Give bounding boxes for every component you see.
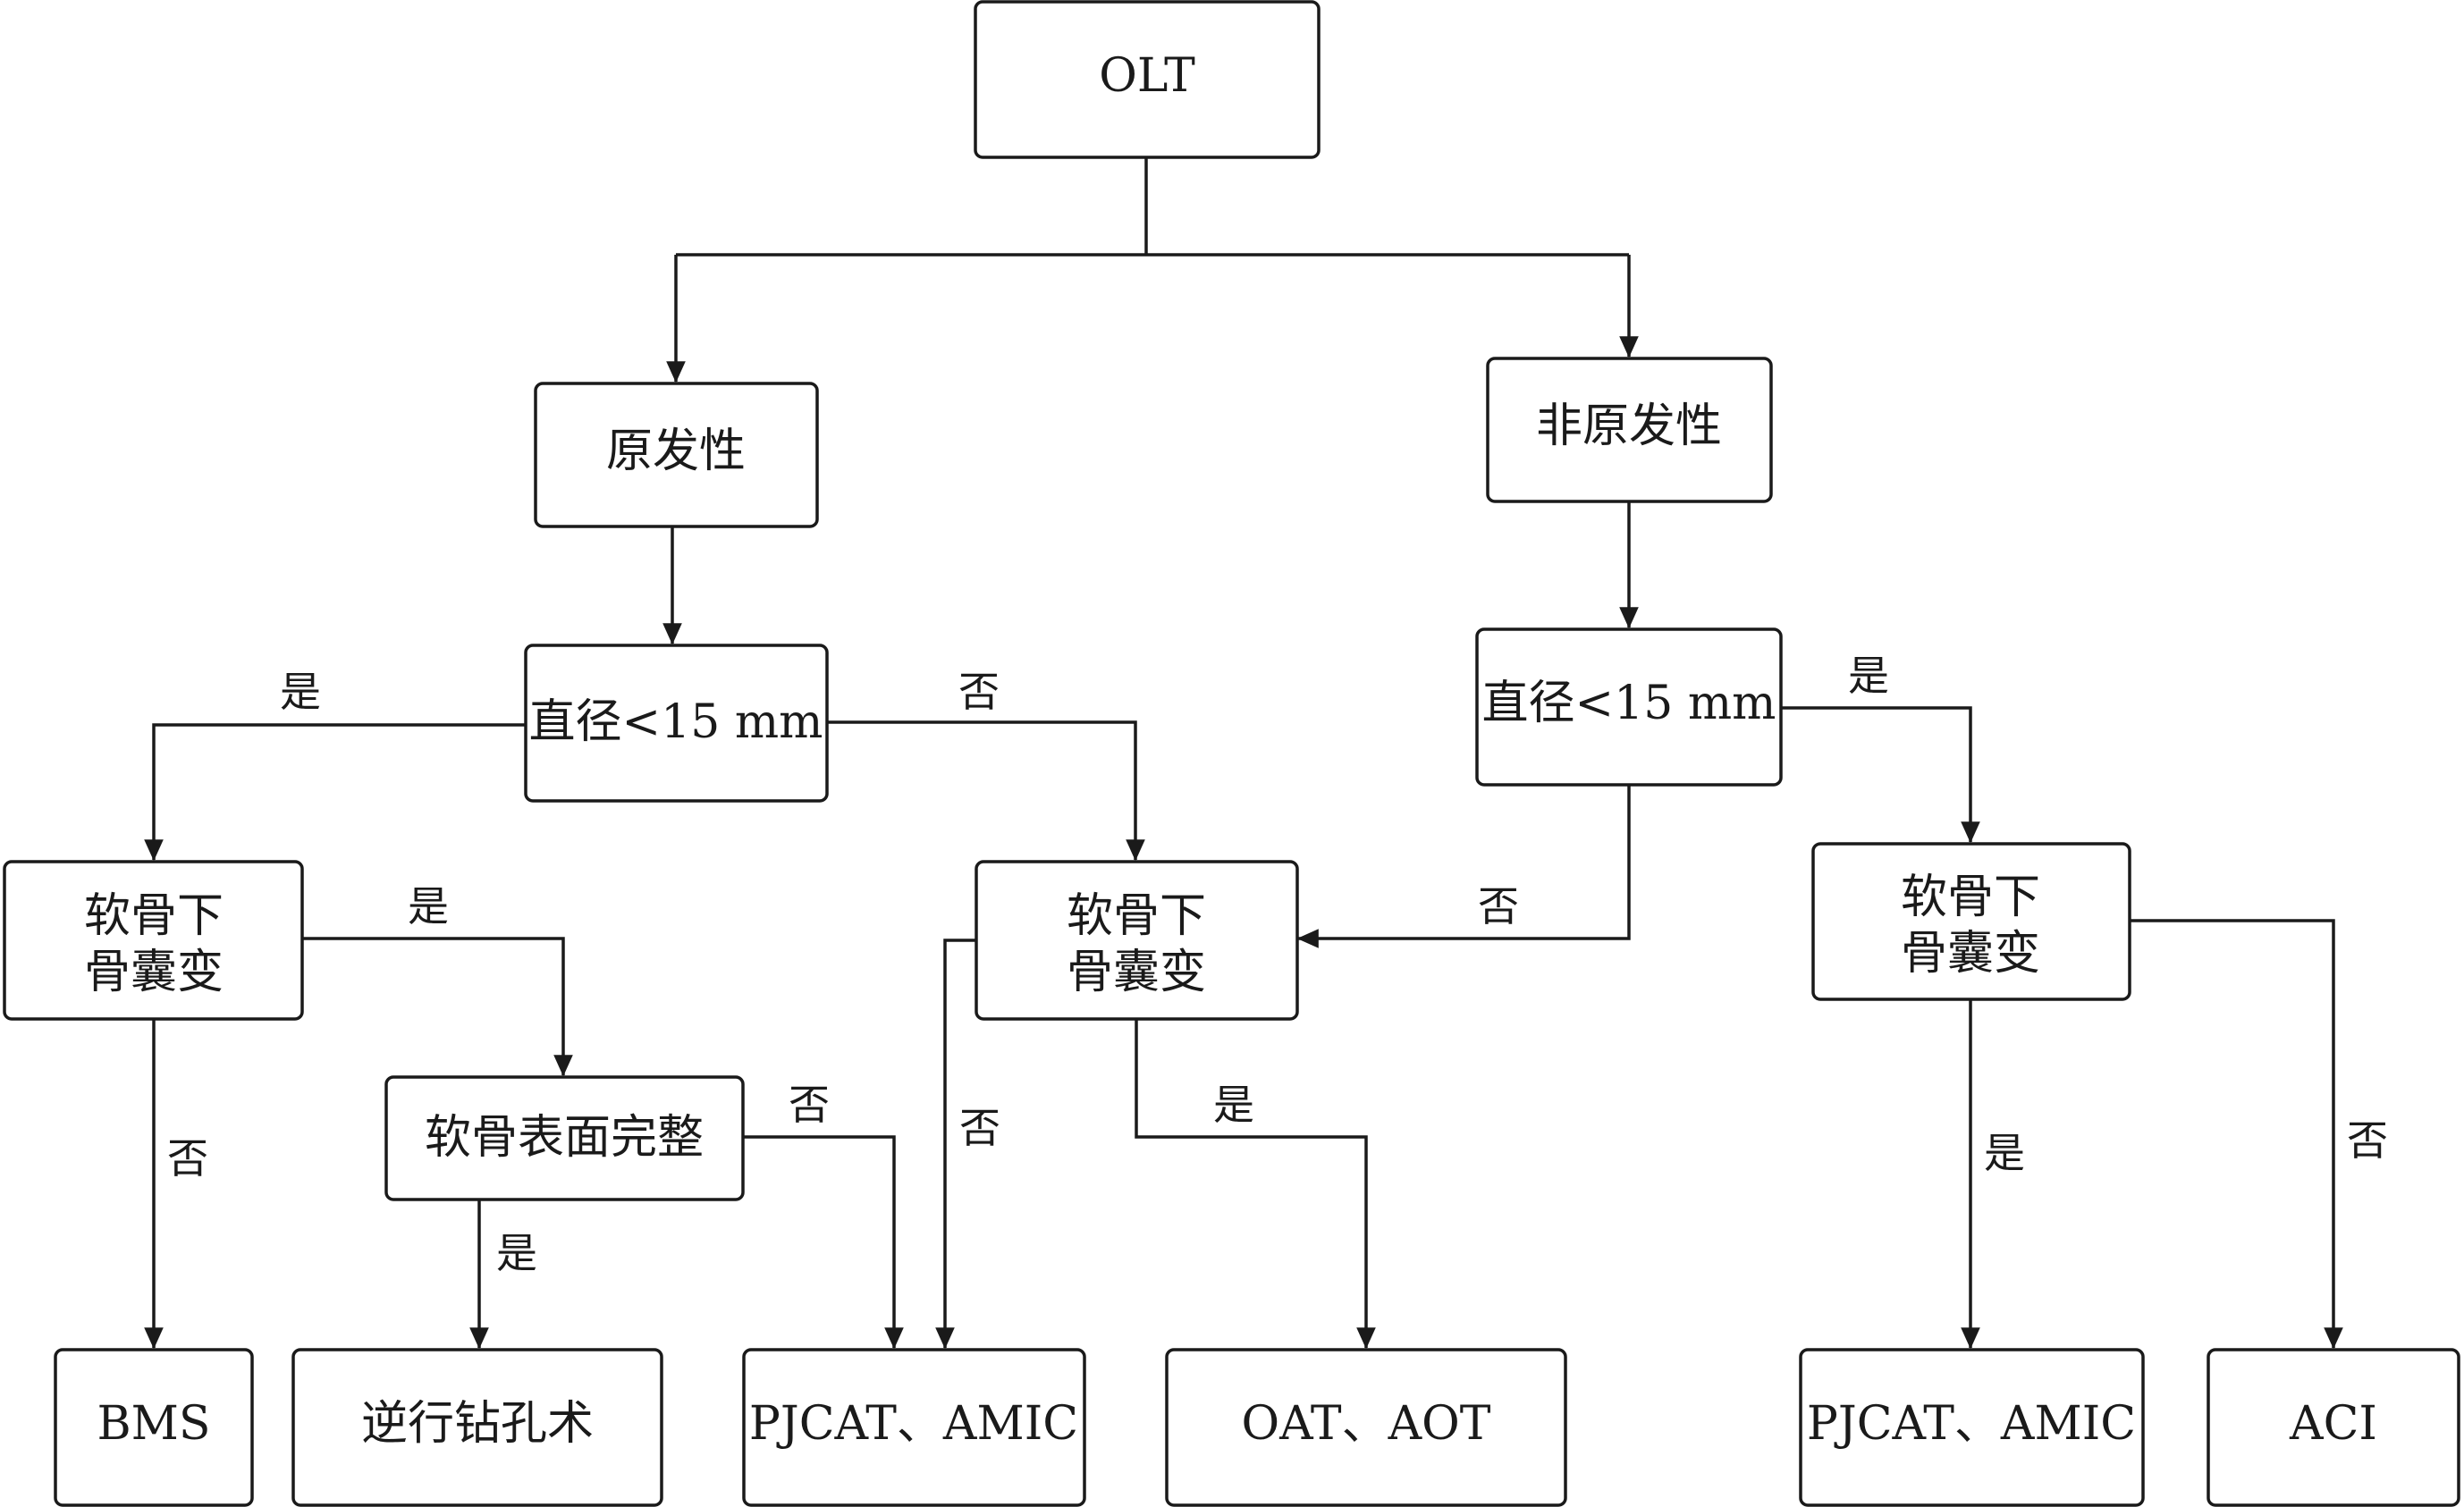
svg-text:逆行钻孔术: 逆行钻孔术: [361, 1397, 594, 1451]
svg-text:PJCAT、AMIC: PJCAT、AMIC: [749, 1397, 1078, 1451]
edge-label-intact-no: 否: [789, 1081, 830, 1129]
edge-label-diameter-left-yes: 是: [280, 668, 321, 716]
edge-label-cyst-left-no: 否: [167, 1134, 208, 1183]
node-diameter-right: 直径<15 mm: [1475, 627, 1783, 787]
node-pjcat-amic-right: PJCAT、AMIC: [1799, 1348, 2145, 1507]
node-diameter-left: 直径<15 mm: [524, 644, 829, 803]
svg-text:原发性: 原发性: [606, 425, 746, 478]
svg-text:OLT: OLT: [1099, 49, 1195, 103]
node-cyst-left: 软骨下 骨囊变: [3, 860, 304, 1021]
arrow-cyst-mid-yes: [1135, 1019, 1376, 1350]
svg-text:直径<15 mm: 直径<15 mm: [529, 695, 823, 749]
node-cyst-right: 软骨下 骨囊变: [1811, 842, 2131, 1001]
arrow-diameter-right-yes: [1781, 706, 1980, 844]
node-cartilage-intact: 软骨表面完整: [384, 1075, 745, 1201]
arrow-diameter-left-no: [827, 720, 1145, 862]
node-olt: OLT: [974, 0, 1321, 159]
node-non-primary: 非原发性: [1486, 357, 1773, 503]
arrow-cyst-mid-no: [935, 939, 976, 1350]
svg-text:非原发性: 非原发性: [1536, 400, 1722, 453]
edge-label-cyst-mid-no: 否: [959, 1104, 1000, 1152]
arrow-cyst-right-no: [2130, 919, 2343, 1350]
edge-label-diameter-right-no: 否: [1478, 882, 1519, 930]
edge-label-cyst-right-no: 否: [2347, 1116, 2388, 1165]
svg-text:直径<15 mm: 直径<15 mm: [1482, 677, 1776, 730]
svg-text:OAT、AOT: OAT、AOT: [1242, 1397, 1491, 1451]
edge-label-cyst-mid-yes: 是: [1213, 1081, 1254, 1129]
svg-text:骨囊变: 骨囊变: [1067, 946, 1206, 999]
node-aci: ACI: [2207, 1348, 2460, 1507]
node-primary: 原发性: [534, 382, 819, 528]
svg-text:软骨下: 软骨下: [1067, 889, 1206, 943]
node-pjcat-amic-left: PJCAT、AMIC: [742, 1348, 1086, 1507]
edge-label-intact-yes: 是: [496, 1229, 537, 1277]
svg-text:PJCAT、AMIC: PJCAT、AMIC: [1807, 1397, 2136, 1451]
edge-label-diameter-right-yes: 是: [1848, 652, 1889, 700]
svg-text:BMS: BMS: [97, 1397, 210, 1451]
node-cyst-mid: 软骨下 骨囊变: [975, 860, 1299, 1021]
edge-label-diameter-left-no: 否: [958, 668, 1000, 716]
arrow-diameter-left-yes: [144, 723, 526, 862]
svg-text:软骨下: 软骨下: [1901, 871, 2040, 924]
svg-text:ACI: ACI: [2289, 1397, 2377, 1451]
node-oat-aot: OAT、AOT: [1165, 1348, 1567, 1507]
arrow-cyst-left-yes: [302, 937, 573, 1077]
svg-text:骨囊变: 骨囊变: [84, 946, 224, 999]
arrow-diameter-right-no: [1296, 785, 1631, 948]
node-bms: BMS: [54, 1348, 254, 1507]
svg-text:软骨下: 软骨下: [84, 889, 224, 943]
svg-text:软骨表面完整: 软骨表面完整: [425, 1111, 704, 1165]
node-retrograde-drilling: 逆行钻孔术: [291, 1348, 663, 1507]
arrow-intact-no: [743, 1135, 904, 1350]
svg-text:骨囊变: 骨囊变: [1901, 927, 2040, 981]
edge-label-cyst-left-yes: 是: [408, 882, 449, 930]
edge-label-cyst-right-yes: 是: [1984, 1129, 2025, 1177]
